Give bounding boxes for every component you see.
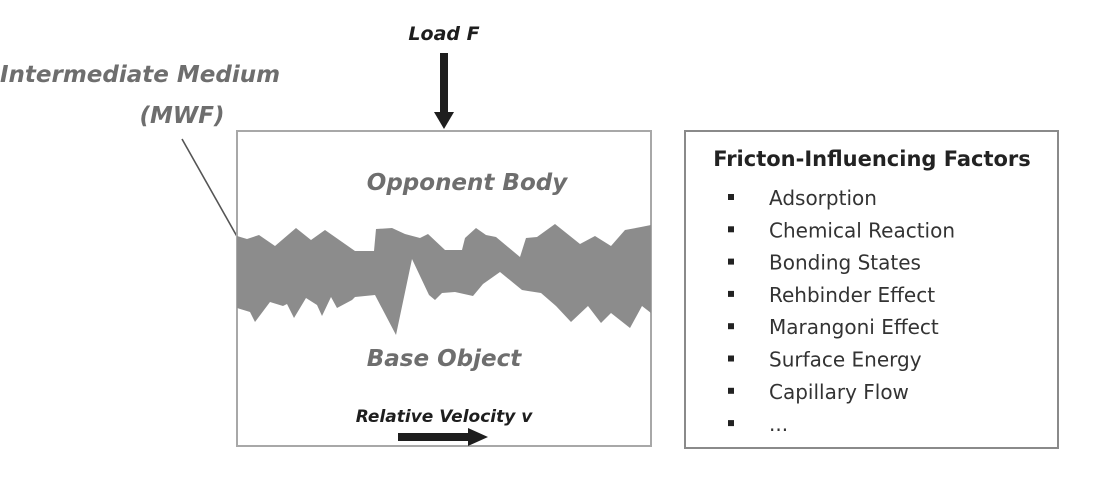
opponent-body-label: Opponent Body bbox=[367, 170, 568, 196]
factor-item: Chemical Reaction bbox=[769, 218, 955, 242]
load-arrow-icon bbox=[434, 53, 454, 129]
velocity-label: Relative Velocity v bbox=[356, 407, 534, 427]
bullet-icon bbox=[728, 226, 734, 233]
intermediate-medium-band bbox=[237, 224, 651, 335]
velocity-arrow-icon bbox=[398, 428, 488, 446]
factor-item: Marangoni Effect bbox=[769, 315, 939, 339]
factor-item: Adsorption bbox=[769, 186, 877, 210]
bullet-icon bbox=[728, 290, 734, 297]
medium-leader-line bbox=[181, 138, 240, 241]
factors-title: Fricton-Influencing Factors bbox=[713, 147, 1031, 171]
medium-label-line1: Intermediate Medium bbox=[0, 62, 280, 88]
factor-item: Bonding States bbox=[769, 251, 921, 275]
bullet-icon bbox=[728, 323, 734, 330]
load-label: Load F bbox=[408, 23, 479, 45]
base-object-label: Base Object bbox=[367, 346, 522, 372]
bullet-icon bbox=[728, 420, 734, 427]
medium-label-line2: (MWF) bbox=[140, 103, 225, 129]
factors-box bbox=[684, 130, 1059, 449]
factor-item: Capillary Flow bbox=[769, 380, 909, 404]
factor-item: ... bbox=[769, 412, 788, 436]
factor-item: Rehbinder Effect bbox=[769, 283, 935, 307]
bullet-icon bbox=[728, 258, 734, 265]
bullet-icon bbox=[728, 355, 734, 362]
bullet-icon bbox=[728, 387, 734, 394]
factor-item: Surface Energy bbox=[769, 348, 922, 372]
bullet-icon bbox=[728, 194, 734, 200]
